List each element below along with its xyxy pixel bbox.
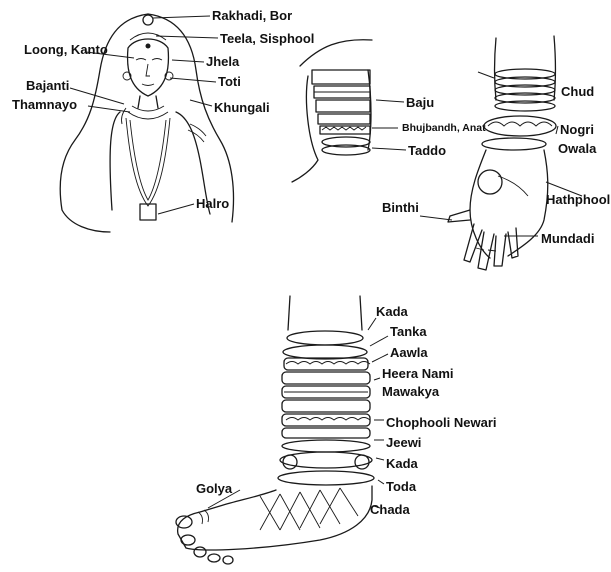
label-kada-top: Kada <box>376 304 408 319</box>
label-tanka: Tanka <box>390 324 427 339</box>
label-mawakya: Mawakya <box>382 384 439 399</box>
label-bhujbandh: Bhujbandh, Anat <box>402 121 486 136</box>
label-aawla: Aawla <box>390 345 428 360</box>
label-binthi: Binthi <box>382 200 419 215</box>
label-chud: Chud <box>561 84 594 99</box>
label-rakhadi: Rakhadi, Bor <box>212 8 292 23</box>
label-khungali: Khungali <box>214 100 270 115</box>
label-teela: Teela, Sisphool <box>220 31 314 46</box>
label-toda: Toda <box>386 479 416 494</box>
label-thamnayo: Thamnayo <box>12 97 77 112</box>
label-taddo: Taddo <box>408 143 446 158</box>
label-nogri: Nogri <box>560 122 594 137</box>
label-toti: Toti <box>218 74 241 89</box>
label-halro: Halro <box>196 196 229 211</box>
label-loong: Loong, Kanto <box>24 42 108 57</box>
label-mundadi: Mundadi <box>541 231 594 246</box>
upper-arm-figure <box>292 40 372 182</box>
label-heera-nami: Heera Nami <box>382 366 454 381</box>
label-hathphool: Hathphool <box>546 192 610 207</box>
label-chada: Chada <box>370 502 410 517</box>
label-baju: Baju <box>406 95 434 110</box>
label-golya: Golya <box>196 481 232 496</box>
label-kada-low: Kada <box>386 456 418 471</box>
hand-figure <box>448 36 556 270</box>
label-jhela: Jhela <box>206 54 239 69</box>
upper-arm-pointers <box>372 100 406 150</box>
leg-figure <box>176 296 374 564</box>
label-bajanti: Bajanti <box>26 78 69 93</box>
label-jeewi: Jeewi <box>386 435 421 450</box>
label-chophooli: Chophooli Newari <box>386 415 497 430</box>
label-owala: Owala <box>558 141 596 156</box>
